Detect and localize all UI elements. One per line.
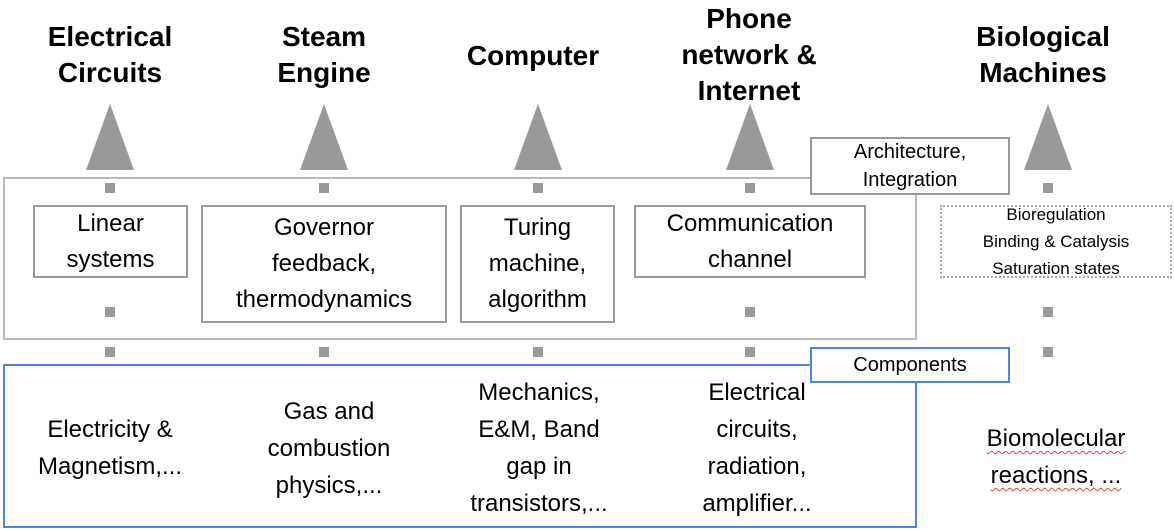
connector-dot	[319, 183, 329, 193]
components-biological-machines-text: Biomolecular reactions, ...	[986, 425, 1126, 489]
connector-dot	[1043, 347, 1053, 357]
theory-box-turing: Turing machine, algorithm	[460, 205, 615, 323]
arrow-up-icon	[514, 104, 562, 170]
connector-dot	[533, 183, 543, 193]
components-phone-network: Electrical circuits, radiation, amplifie…	[702, 379, 812, 517]
title-phone-network-internet: Phone network & Internet	[681, 3, 817, 106]
title-steam-engine: Steam Engine	[277, 21, 371, 88]
arrow-up-icon	[86, 104, 134, 170]
theory-box-linear-systems: Linear systems	[33, 205, 188, 278]
connector-dot	[105, 347, 115, 357]
connector-dot	[1043, 183, 1053, 193]
components-group	[3, 364, 917, 528]
architecture-integration-label: Architecture, Integration	[810, 137, 1010, 195]
connector-dot	[105, 183, 115, 193]
components-label: Components	[810, 347, 1010, 383]
connector-dot	[319, 347, 329, 357]
arrow-up-icon	[726, 104, 774, 170]
theory-box-bioregulation: Bioregulation Binding & Catalysis Satura…	[940, 205, 1172, 278]
components-computer: Mechanics, E&M, Band gap in transistors,…	[470, 379, 608, 517]
title-electrical-circuits: Electrical Circuits	[47, 21, 173, 88]
components-steam-engine: Gas and combustion physics,...	[267, 398, 391, 499]
connector-dot	[533, 347, 543, 357]
arrow-up-icon	[1024, 104, 1072, 170]
connector-dot	[105, 307, 115, 317]
title-biological-machines: Biological Machines	[976, 21, 1110, 88]
theory-box-communication: Communication channel	[634, 205, 866, 278]
components-electrical-circuits: Electricity & Magnetism,...	[37, 416, 183, 480]
connector-dot	[1043, 307, 1053, 317]
connector-dot	[745, 307, 755, 317]
components-biological-machines: Biomolecular reactions, ...	[943, 420, 1169, 494]
arrow-up-icon	[300, 104, 348, 170]
architecture-group	[3, 177, 917, 340]
connector-dot	[745, 347, 755, 357]
connector-dot	[745, 183, 755, 193]
title-computer: Computer	[466, 40, 600, 71]
theory-box-governor: Governor feedback, thermodynamics	[201, 205, 447, 323]
